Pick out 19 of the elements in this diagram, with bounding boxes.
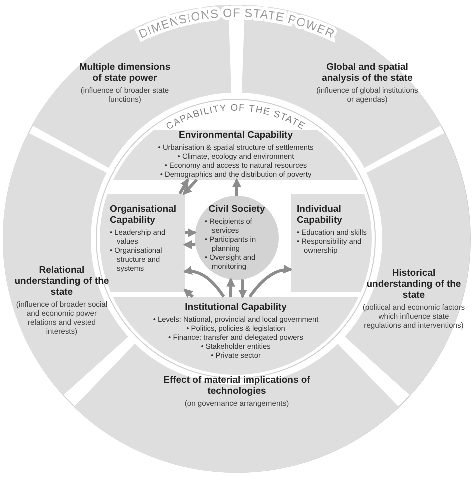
arrow xyxy=(183,266,226,298)
heading: Environmental Capability xyxy=(178,130,294,141)
arrow xyxy=(238,280,248,299)
heading: Historical understanding of the state xyxy=(366,268,462,301)
arrow xyxy=(178,178,190,195)
heading: Civil Society xyxy=(208,204,266,215)
heading: Global and spatial analysis of the state xyxy=(321,62,414,84)
arrow xyxy=(185,228,198,238)
heading: Individual Capability xyxy=(297,204,344,226)
arrow xyxy=(248,265,293,298)
arrow xyxy=(183,240,196,250)
heading: Effect of material implications of technologies xyxy=(162,374,312,397)
arrow xyxy=(226,278,236,298)
heading: Multiple dimensions of state power xyxy=(78,62,172,84)
heading: Relational understanding of the state xyxy=(14,264,110,298)
heading: Organisational Capability xyxy=(110,204,178,226)
arrow xyxy=(184,288,194,298)
arrow xyxy=(232,178,242,196)
arrow xyxy=(182,178,198,196)
